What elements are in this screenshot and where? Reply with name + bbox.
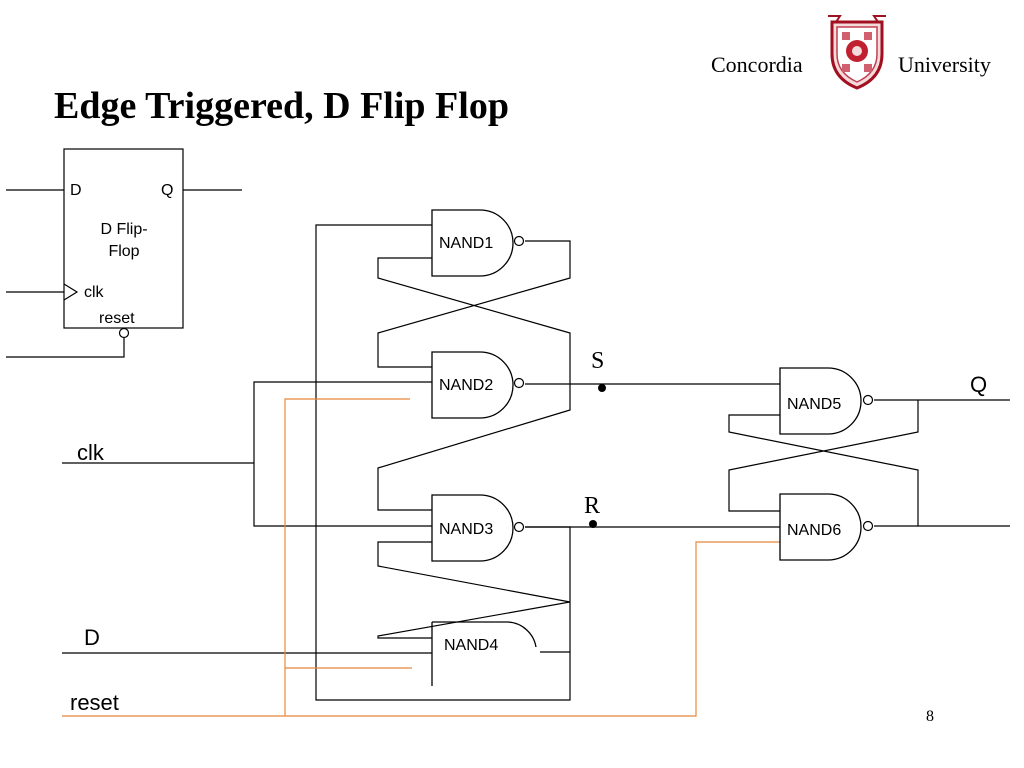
wire-nand2-to-nand1-and-nand3: [377, 257, 571, 511]
concordia-crest-icon: [828, 15, 886, 90]
wire-clk-bus: [253, 381, 432, 527]
nand2-gate: NAND2: [431, 351, 525, 419]
circuit-wires: [62, 224, 1010, 701]
node-r-label: R: [584, 493, 600, 519]
nand3-label: NAND3: [439, 521, 493, 538]
wire-reset-to-nand6: [62, 541, 780, 717]
wire-nand4-to-nand3-stub: [377, 541, 571, 603]
clk-input-label: clk: [77, 440, 105, 465]
node-r-dot: [589, 520, 597, 528]
nand6-gate: NAND6: [779, 493, 874, 561]
nand1-label: NAND1: [439, 235, 493, 252]
node-s-label: S: [591, 348, 604, 374]
dff-pin-q: Q: [161, 182, 173, 199]
nand5-gate: NAND5: [779, 367, 874, 435]
brand-name-right: University: [898, 52, 991, 77]
dff-reset-wire: [6, 338, 125, 358]
wire-nand4-to-nand1: [315, 224, 571, 701]
slide-title: Edge Triggered, D Flip Flop: [54, 85, 509, 127]
dff-name-line2: Flop: [108, 243, 139, 260]
dff-pin-d: D: [70, 182, 82, 199]
reset-bubble-icon: [118, 327, 130, 339]
nand5-label: NAND5: [787, 396, 841, 413]
nand2-label: NAND2: [439, 377, 493, 394]
dff-pin-reset: reset: [99, 310, 135, 327]
nand6-label: NAND6: [787, 522, 841, 539]
reset-input-label: reset: [70, 690, 119, 715]
nand1-gate: NAND1: [431, 209, 525, 277]
wire-nand5-to-nand6: [728, 400, 919, 512]
brand-name-left: Concordia: [711, 52, 803, 77]
wire-nand6-to-nand5: [728, 414, 1010, 527]
wire-reset-to-nand2: [284, 398, 410, 716]
d-input-label: D: [84, 625, 100, 650]
dff-symbol: D Q D Flip- Flop clk reset: [6, 148, 242, 358]
nand4-gate: NAND4: [431, 621, 537, 686]
q-output-label: Q: [970, 372, 987, 397]
nand3-gate: NAND3: [431, 494, 525, 562]
nand4-label: NAND4: [444, 637, 498, 654]
node-s-dot: [598, 384, 606, 392]
page-number: 8: [926, 708, 934, 725]
dff-pin-clk: clk: [84, 284, 105, 301]
dff-name-line1: D Flip-: [100, 221, 147, 238]
dff-box: [63, 148, 184, 329]
reset-wires: [62, 398, 780, 717]
clock-triangle-icon: [63, 283, 79, 301]
